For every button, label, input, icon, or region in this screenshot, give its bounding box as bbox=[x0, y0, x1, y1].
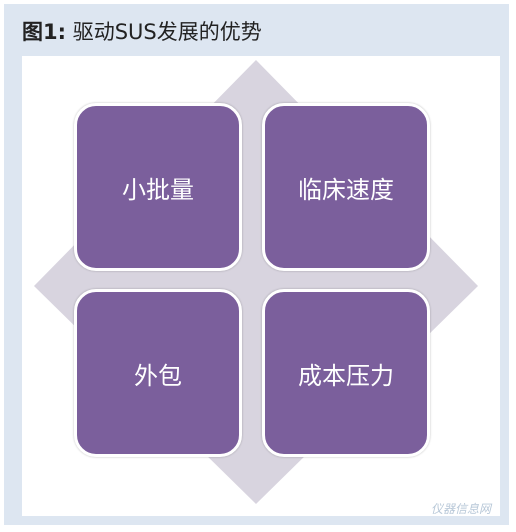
quadrant-small-batch: 小批量 bbox=[74, 103, 242, 271]
quadrant-label: 临床速度 bbox=[298, 175, 394, 204]
quadrant-label: 小批量 bbox=[122, 175, 194, 204]
figure-number: 图1: bbox=[22, 20, 67, 44]
quadrant-outsourcing: 外包 bbox=[74, 289, 242, 457]
quadrant-cost-pressure: 成本压力 bbox=[262, 289, 430, 457]
quadrant-label: 外包 bbox=[134, 361, 182, 390]
watermark: 仪器信息网 bbox=[430, 502, 491, 516]
diagram-panel: 小批量 临床速度 外包 成本压力 bbox=[22, 56, 500, 516]
quadrant-label: 成本压力 bbox=[298, 361, 394, 390]
quadrant-clinical-speed: 临床速度 bbox=[262, 103, 430, 271]
figure-title: 图1: 驱动SUS发展的优势 bbox=[22, 16, 262, 46]
figure-caption: 驱动SUS发展的优势 bbox=[72, 20, 262, 44]
figure-frame: 图1: 驱动SUS发展的优势 小批量 临床速度 外包 成本压力 仪器信息网 bbox=[4, 4, 509, 525]
